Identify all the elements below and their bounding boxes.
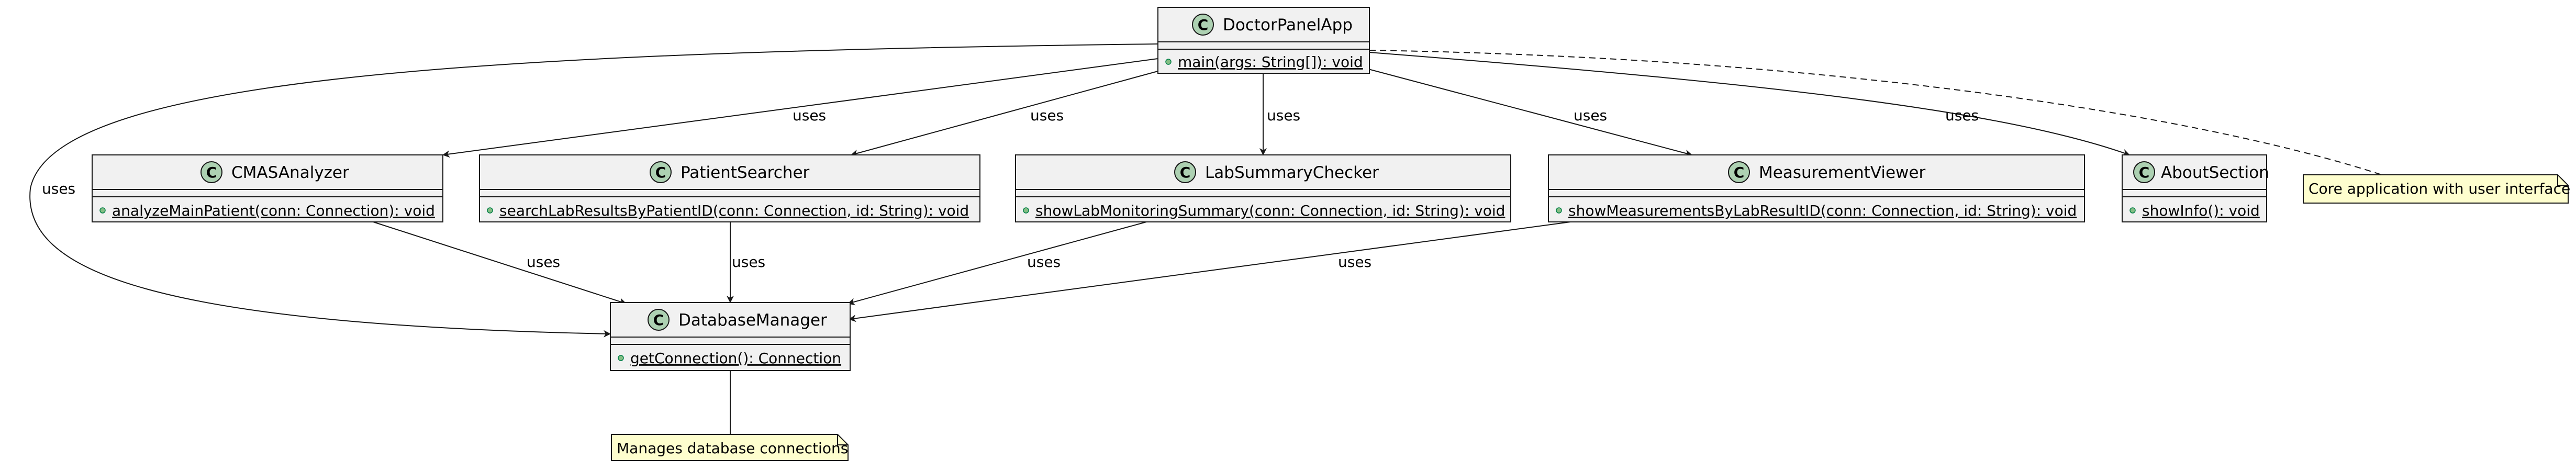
svg-text:C: C: [2139, 164, 2150, 181]
note-text: Manages database connections: [617, 440, 848, 457]
edge-label-labsummarychecker-databasemanager: uses: [1027, 253, 1061, 271]
class-operation: analyzeMainPatient(conn: Connection): vo…: [112, 202, 435, 219]
edge-doctorpanelapp-databasemanager: [29, 43, 1158, 338]
class-labsummarychecker[interactable]: C LabSummaryChecker showLabMonitoringSum…: [1015, 154, 1511, 222]
class-icon: C: [650, 161, 672, 183]
edge-cmasanalyzer-databasemanager: [373, 221, 627, 305]
edge-doctorpanelapp-measurementviewer: [1368, 69, 1692, 157]
class-doctorpanelapp[interactable]: C DoctorPanelApp main(args: String[]): v…: [1157, 7, 1370, 74]
class-name: DoctorPanelApp: [1223, 16, 1353, 35]
svg-text:C: C: [1180, 164, 1191, 181]
class-operation: showMeasurementsByLabResultID(conn: Conn…: [1568, 202, 2077, 219]
note-text: Core application with user interface: [2309, 180, 2570, 197]
edge-measurementviewer-databasemanager: [849, 221, 1571, 322]
class-name: LabSummaryChecker: [1205, 163, 1379, 182]
class-name: PatientSearcher: [681, 163, 810, 182]
class-cmasanalyzer[interactable]: C CMASAnalyzer analyzeMainPatient(conn: …: [92, 154, 443, 222]
class-aboutsection[interactable]: C AboutSection showInfo(): void: [2122, 154, 2269, 222]
class-operation: showLabMonitoringSummary(conn: Connectio…: [1035, 202, 1505, 219]
class-icon: C: [1192, 14, 1214, 36]
class-operation: getConnection(): Connection: [630, 350, 841, 367]
class-name: MeasurementViewer: [1759, 163, 1925, 182]
class-name: DatabaseManager: [678, 311, 827, 330]
class-icon: C: [200, 161, 222, 183]
visibility-dot: [487, 207, 493, 214]
class-databasemanager[interactable]: C DatabaseManager getConnection(): Conne…: [610, 302, 851, 371]
class-operation: showInfo(): void: [2142, 202, 2260, 219]
visibility-dot: [99, 207, 106, 214]
class-operation: main(args: String[]): void: [1178, 53, 1363, 71]
edge-label-doctorpanelapp-cmasanalyzer: uses: [793, 107, 826, 124]
edge-doctorpanelapp-cmasanalyzer: [442, 58, 1158, 158]
class-patientsearcher[interactable]: C PatientSearcher searchLabResultsByPati…: [479, 154, 980, 222]
edge-label-doctorpanelapp-patientsearcher: uses: [1030, 107, 1064, 124]
class-icon: C: [2133, 161, 2155, 183]
edge-label-patientsearcher-databasemanager: uses: [732, 253, 765, 271]
note-doctorpanelapp: Core application with user interface: [2303, 174, 2570, 204]
edge-label-doctorpanelapp-labsummarychecker: uses: [1267, 107, 1300, 124]
visibility-dot: [1556, 207, 1562, 214]
edge-doctorpanelapp-aboutsection: [1369, 52, 2130, 156]
visibility-dot: [618, 355, 624, 361]
edge-label-doctorpanelapp-databasemanager: uses: [42, 180, 75, 197]
class-operation: searchLabResultsByPatientID(conn: Connec…: [499, 202, 969, 219]
relations: [29, 43, 2382, 434]
edge-label-cmasanalyzer-databasemanager: uses: [527, 253, 560, 271]
visibility-dot: [1165, 59, 1172, 65]
edge-label-measurementviewer-databasemanager: uses: [1338, 253, 1371, 271]
svg-text:C: C: [1734, 164, 1745, 181]
svg-text:C: C: [206, 164, 217, 181]
edge-label-doctorpanelapp-aboutsection: uses: [1945, 107, 1979, 124]
svg-text:C: C: [653, 311, 664, 329]
class-name: AboutSection: [2161, 163, 2269, 182]
edge-label-doctorpanelapp-measurementviewer: uses: [1574, 107, 1607, 124]
class-icon: C: [1174, 161, 1196, 183]
note-connector-doctorpanelapp: [1369, 50, 2382, 175]
edge-labsummarychecker-databasemanager: [847, 221, 1147, 306]
class-measurementviewer[interactable]: C MeasurementViewer showMeasurementsByLa…: [1548, 154, 2085, 222]
visibility-dot: [1023, 207, 1029, 214]
edge-labels: uses uses uses uses uses uses uses uses …: [42, 107, 1979, 271]
svg-text:C: C: [1198, 16, 1209, 33]
visibility-dot: [2129, 207, 2136, 214]
note-databasemanager: Manages database connections: [611, 434, 849, 461]
class-icon: C: [648, 309, 670, 331]
svg-text:C: C: [655, 164, 666, 181]
class-name: CMASAnalyzer: [231, 163, 349, 182]
edge-doctorpanelapp-patientsearcher: [851, 71, 1158, 157]
class-icon: C: [1728, 161, 1750, 183]
